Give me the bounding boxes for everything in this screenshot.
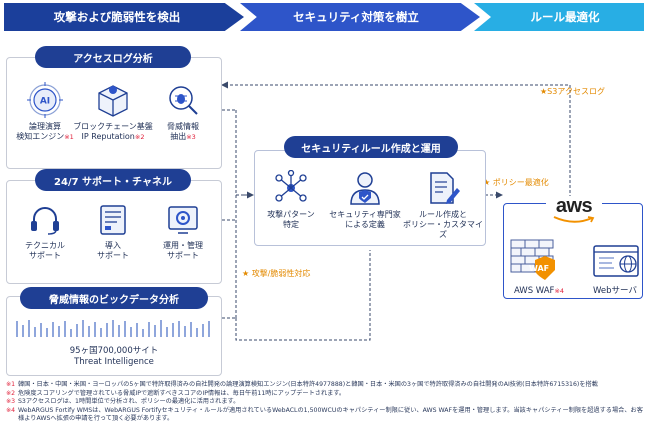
document-setup-icon: [100, 205, 126, 235]
support-item-setup-label: 導入 サポート: [97, 241, 129, 260]
waf-firewall-icon: [510, 239, 555, 280]
access-item-threat: 脅威情報 抽出※3: [150, 82, 216, 142]
footnote-4-text: WebARGUS Fortify WMSは、WebARGUS Fortifyセキ…: [18, 406, 643, 423]
attack-arrow: [235, 250, 371, 341]
phase-establish: セキュリティ対策を樹立: [240, 3, 480, 31]
waf-label: AWS WAF: [513, 286, 555, 296]
footnote-3-mark: ※3: [6, 398, 16, 406]
web-server-icon: [593, 245, 639, 277]
document-pen-icon: [430, 172, 460, 204]
support-item-operation-label: 運用・管理 サポート: [163, 241, 203, 260]
s3-log-label: ★S3アクセスログ: [540, 87, 605, 96]
footnote-3-text: S3アクセスログは、1時間単位で分析され、ポリシーの最適化に活用されます。: [18, 398, 240, 406]
support-item-technical-label: テクニカル サポート: [25, 241, 65, 260]
support-item-technical: テクニカル サポート: [12, 203, 78, 261]
rule-item-expert-label: セキュリティ専門家 による定義: [329, 210, 401, 229]
blockchain-cube-icon: [98, 85, 128, 117]
aws-logo: aws: [546, 196, 602, 224]
access-item-reputation-note: ※2: [134, 133, 145, 141]
footnote-2-text: 危険度スコアリングで管理されている脅威IPで遮断すべきスコアのIP情報は、毎日午…: [18, 389, 346, 397]
monitor-gear-icon: [168, 206, 198, 234]
support-title: 24/7 サポート・チャネル: [35, 169, 191, 191]
access-item-engine-note: ※1: [64, 133, 74, 141]
merge-bracket: [222, 109, 252, 319]
rule-title: セキュリティルール作成と運用: [284, 136, 458, 158]
waf-note: ※4: [554, 287, 565, 295]
bigdata-title: 脅威情報のビックデータ分析: [20, 287, 208, 309]
network-nodes-icon: [275, 170, 307, 202]
aws-smile-icon: [553, 216, 595, 223]
bigdata-caption: 95ヶ国700,000サイト Threat Intelligence: [69, 346, 159, 367]
access-item-engine: AI 論理演算 検知エンジン※1: [10, 82, 80, 142]
footnote-1-mark: ※1: [6, 381, 16, 388]
rule-item-pattern: 攻撃パターン 特定: [258, 170, 324, 230]
phase-optimize-label: ルール最適化: [530, 10, 600, 24]
policy-label: ★ ポリシー最適化: [483, 178, 549, 187]
access-item-threat-label: 脅威情報 抽出: [167, 122, 199, 141]
phase-detect-label: 攻撃および脆弱性を検出: [53, 10, 181, 24]
footnote-2-mark: ※2: [6, 389, 16, 397]
aws-logo-text: aws: [555, 195, 593, 217]
footnote-4-mark: ※4: [6, 406, 16, 414]
rule-item-pattern-label: 攻撃パターン 特定: [267, 210, 315, 229]
support-item-setup: 導入 サポート: [80, 203, 146, 261]
phase-detect: 攻撃および脆弱性を検出: [4, 3, 244, 31]
footnote-1-text: 韓国・日本・中国・米国・ヨーロッパの5ヶ国で特許取得済みの自社開発の論理演算検知…: [18, 381, 598, 388]
phase-optimize: ルール最適化: [474, 3, 644, 31]
waf-label-wrap: AWS WAF※4: [505, 286, 573, 297]
rule-item-expert: セキュリティ専門家 による定義: [324, 170, 406, 230]
phase-establish-label: セキュリティ対策を樹立: [293, 10, 419, 24]
waf-badge: WAF: [529, 264, 550, 273]
svg-text:AI: AI: [40, 97, 50, 107]
access-item-reputation-label: ブロックチェーン基盤 IP Reputation: [73, 122, 153, 141]
web-server-label: Webサーバ: [593, 286, 637, 296]
access-item-engine-label: 論理演算 検知エンジン: [16, 122, 65, 141]
headset-icon: [31, 207, 59, 235]
access-item-reputation: ブロックチェーン基盤 IP Reputation※2: [72, 82, 154, 142]
data-bars-graphic: [16, 320, 210, 337]
access-log-title: アクセスログ分析: [35, 46, 191, 68]
access-item-threat-note: ※3: [186, 133, 196, 141]
expert-shield-icon: [350, 172, 380, 205]
bug-search-icon: [169, 86, 198, 115]
ai-chip-icon: AI: [27, 82, 63, 118]
support-item-operation: 運用・管理 サポート: [148, 203, 218, 261]
rule-item-policy-label: ルール作成と ポリシー・カスタマイズ: [403, 210, 483, 239]
attack-label: ★ 攻撃/脆弱性対応: [242, 269, 311, 278]
rule-item-policy: ルール作成と ポリシー・カスタマイズ: [402, 170, 484, 240]
